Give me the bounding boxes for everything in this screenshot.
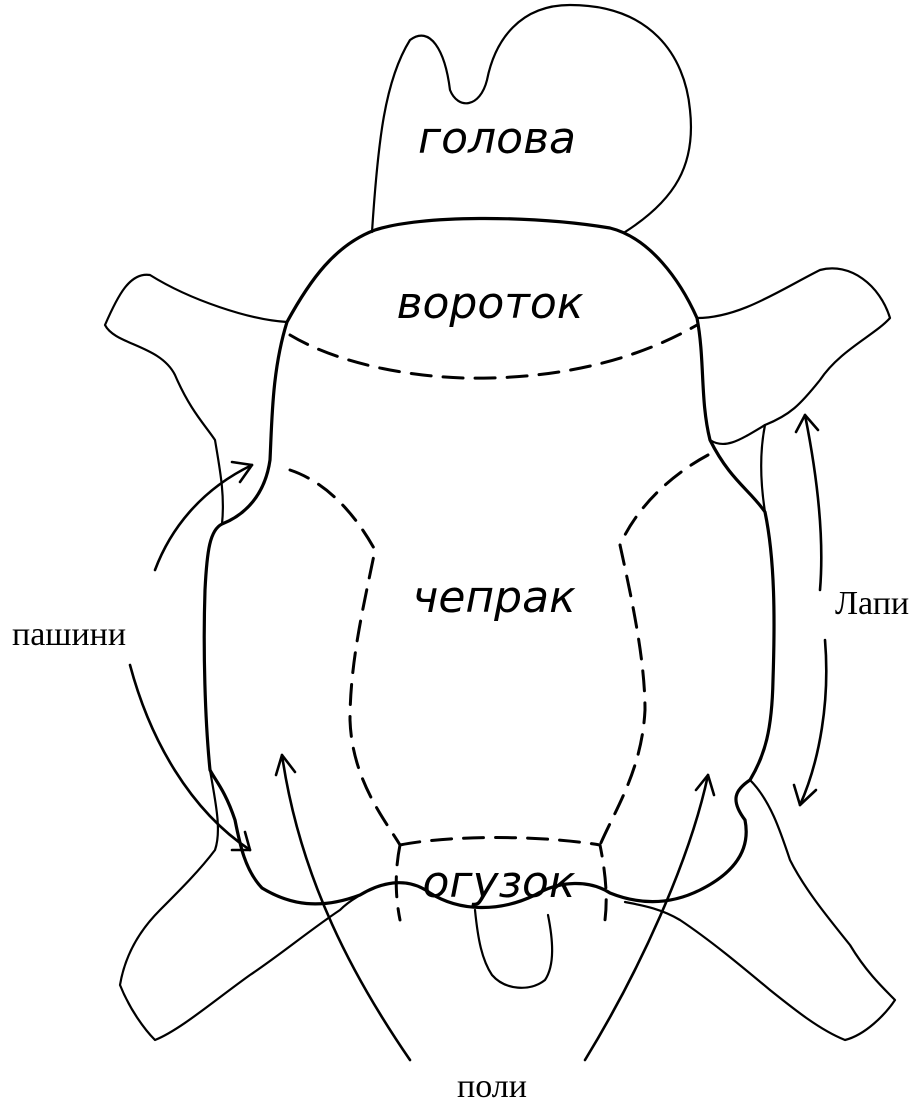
sides-label: поли [457,1068,527,1105]
right-paw-edge [761,425,765,512]
head-label: голова [418,113,576,164]
right-hind-paw [625,780,895,1040]
flank-arrow-upper-head [232,462,252,482]
flanks-label: пашини [12,616,126,653]
saddle-label: чепрак [412,572,576,623]
paws-label: Лапи [835,585,909,622]
tail [475,910,552,988]
flank-arrow-lower [130,665,250,850]
saddle-left-boundary [290,470,400,845]
saddle-right-boundary [600,455,708,845]
paw-arrow-upper [805,415,821,590]
side-arrow-right [585,775,708,1060]
left-front-paw [105,275,287,524]
paw-arrow-lower [800,640,826,805]
right-front-paw [697,268,890,444]
side-arrow-left [282,755,410,1060]
rump-label: огузок [423,857,576,908]
collar-boundary [290,325,697,378]
collar-label: вороток [397,278,584,329]
